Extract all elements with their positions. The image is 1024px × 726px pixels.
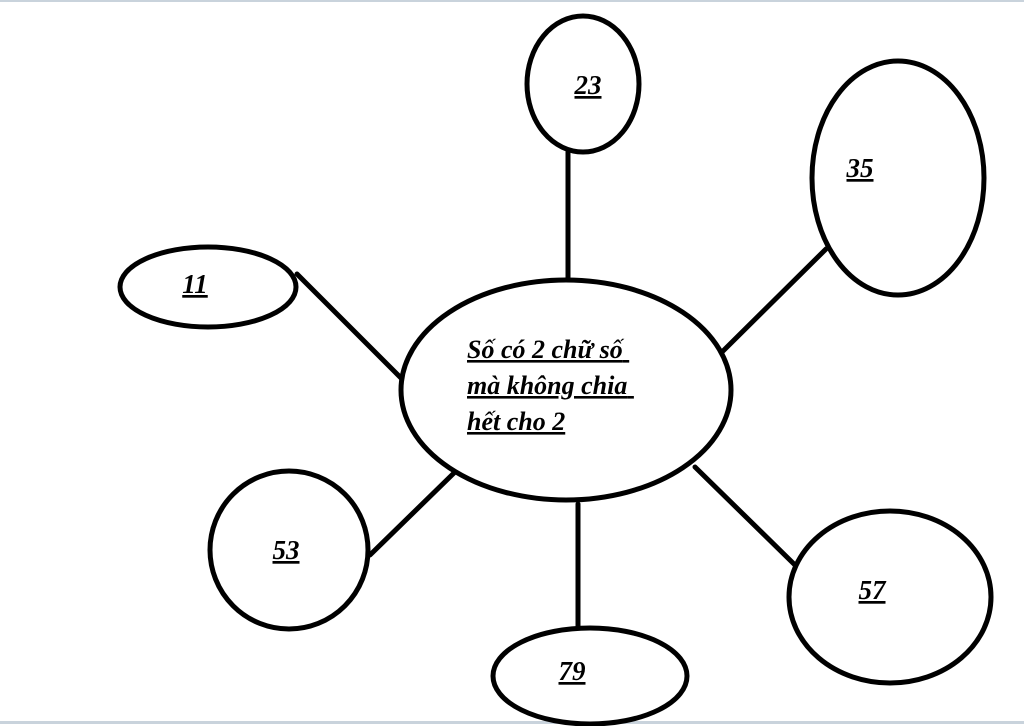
center-line-3: hết cho 2 [467, 407, 565, 436]
center-line-1: Số có 2 chữ số [467, 335, 625, 364]
node-79-ellipse [490, 625, 690, 726]
node-23-label: 23 [574, 70, 602, 100]
connector-35 [719, 246, 829, 355]
node-35-ellipse [809, 58, 987, 298]
node-53-label: 53 [273, 535, 300, 565]
connector-53 [367, 469, 458, 558]
node-57-ellipse [786, 508, 994, 686]
connector-11 [294, 271, 406, 383]
connector-57 [692, 464, 798, 568]
node-35-label: 35 [846, 153, 874, 183]
node-57-label: 57 [859, 575, 888, 605]
node-79-label: 79 [559, 656, 587, 686]
node-53-ellipse [207, 468, 371, 632]
center-line-2: mà không chia [467, 371, 627, 400]
node-11-ellipse [117, 244, 299, 330]
center-ellipse [398, 277, 734, 503]
node-23-ellipse [524, 13, 642, 155]
node-11-label: 11 [182, 269, 208, 299]
svg-text:Số có 2 chữ số mà không: Số có 2 chữ số mà không chia hết cho 2 [467, 335, 634, 436]
